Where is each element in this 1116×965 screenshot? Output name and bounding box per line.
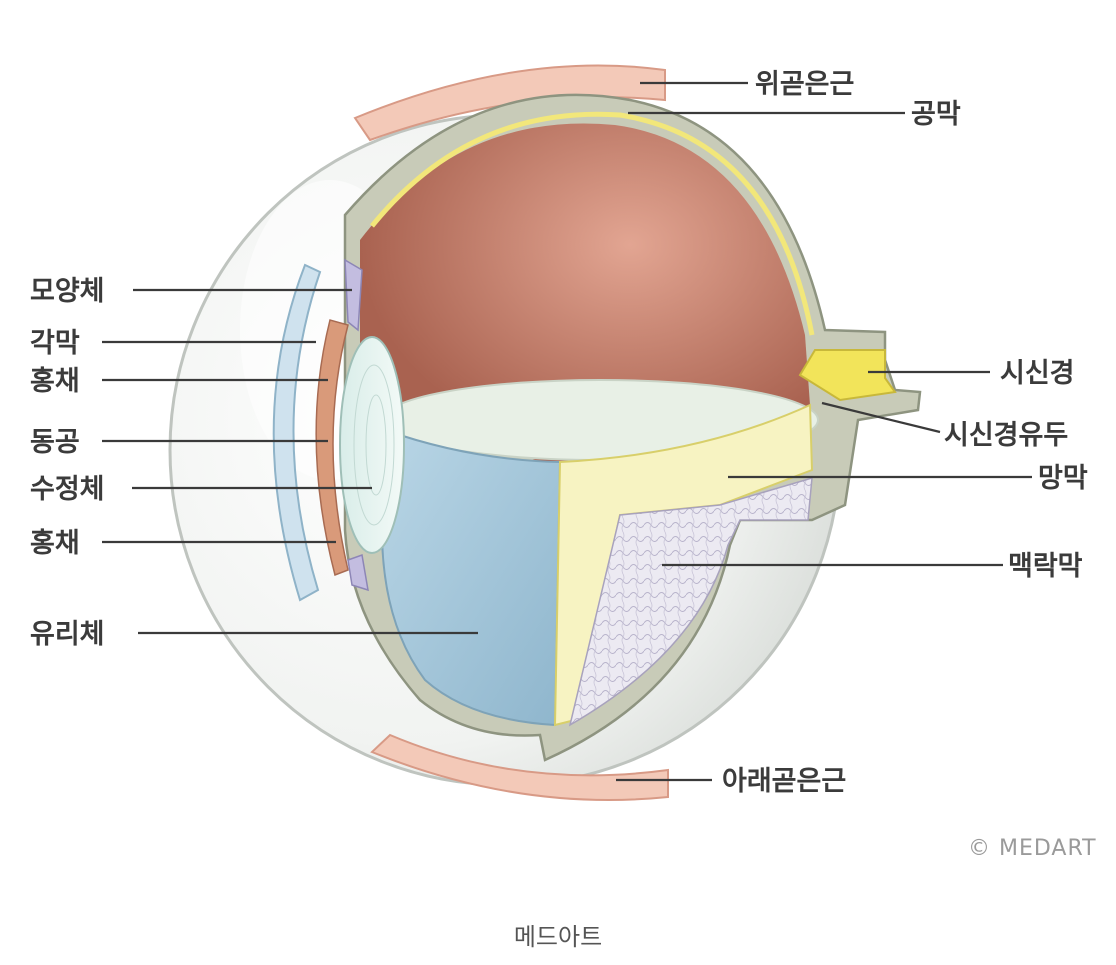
optic-nerve-shape xyxy=(798,349,897,402)
label-retina: 망막 xyxy=(1038,463,1088,494)
label-iris-lower: 홍채 xyxy=(30,528,80,559)
label-sclera: 공막 xyxy=(911,99,961,130)
label-cornea: 각막 xyxy=(30,328,80,359)
lens-shape xyxy=(339,336,405,554)
ciliary-body-lower xyxy=(347,553,369,592)
leader-lines xyxy=(102,81,1032,782)
labels: 위곧은근 공막 모양체 각막 홍채 동공 수정체 홍채 유리체 시신경 시신경유… xyxy=(30,69,1088,797)
ciliary-body-shape xyxy=(344,258,363,332)
eyeball-illustration xyxy=(168,64,922,801)
label-vitreous: 유리체 xyxy=(30,619,105,650)
label-pupil: 동공 xyxy=(30,427,80,458)
leader-optic-disc xyxy=(821,401,941,434)
copyright-mark: © MEDART xyxy=(968,836,1097,861)
choroid-region xyxy=(568,476,813,727)
image-caption: 메드아트 xyxy=(514,923,602,951)
lens-ring-2 xyxy=(365,394,387,496)
vitreous-body xyxy=(380,428,562,727)
lens-ring-1 xyxy=(353,364,395,526)
retina-cut-face xyxy=(553,403,814,727)
label-ciliary-body: 모양체 xyxy=(30,276,105,307)
label-lens: 수정체 xyxy=(30,474,105,505)
label-choroid: 맥락막 xyxy=(1008,551,1083,582)
inferior-muscle xyxy=(370,733,669,801)
label-iris-upper: 홍채 xyxy=(30,366,80,397)
iris-shape xyxy=(315,319,349,577)
retina-lining-top xyxy=(370,111,815,336)
cornea-shape xyxy=(272,263,322,602)
label-optic-nerve: 시신경 xyxy=(1000,358,1075,389)
label-optic-disc: 시신경유두 xyxy=(944,420,1068,451)
label-superior-oblique: 위곧은근 xyxy=(755,69,854,100)
label-inferior-oblique: 아래곧은근 xyxy=(722,766,846,797)
